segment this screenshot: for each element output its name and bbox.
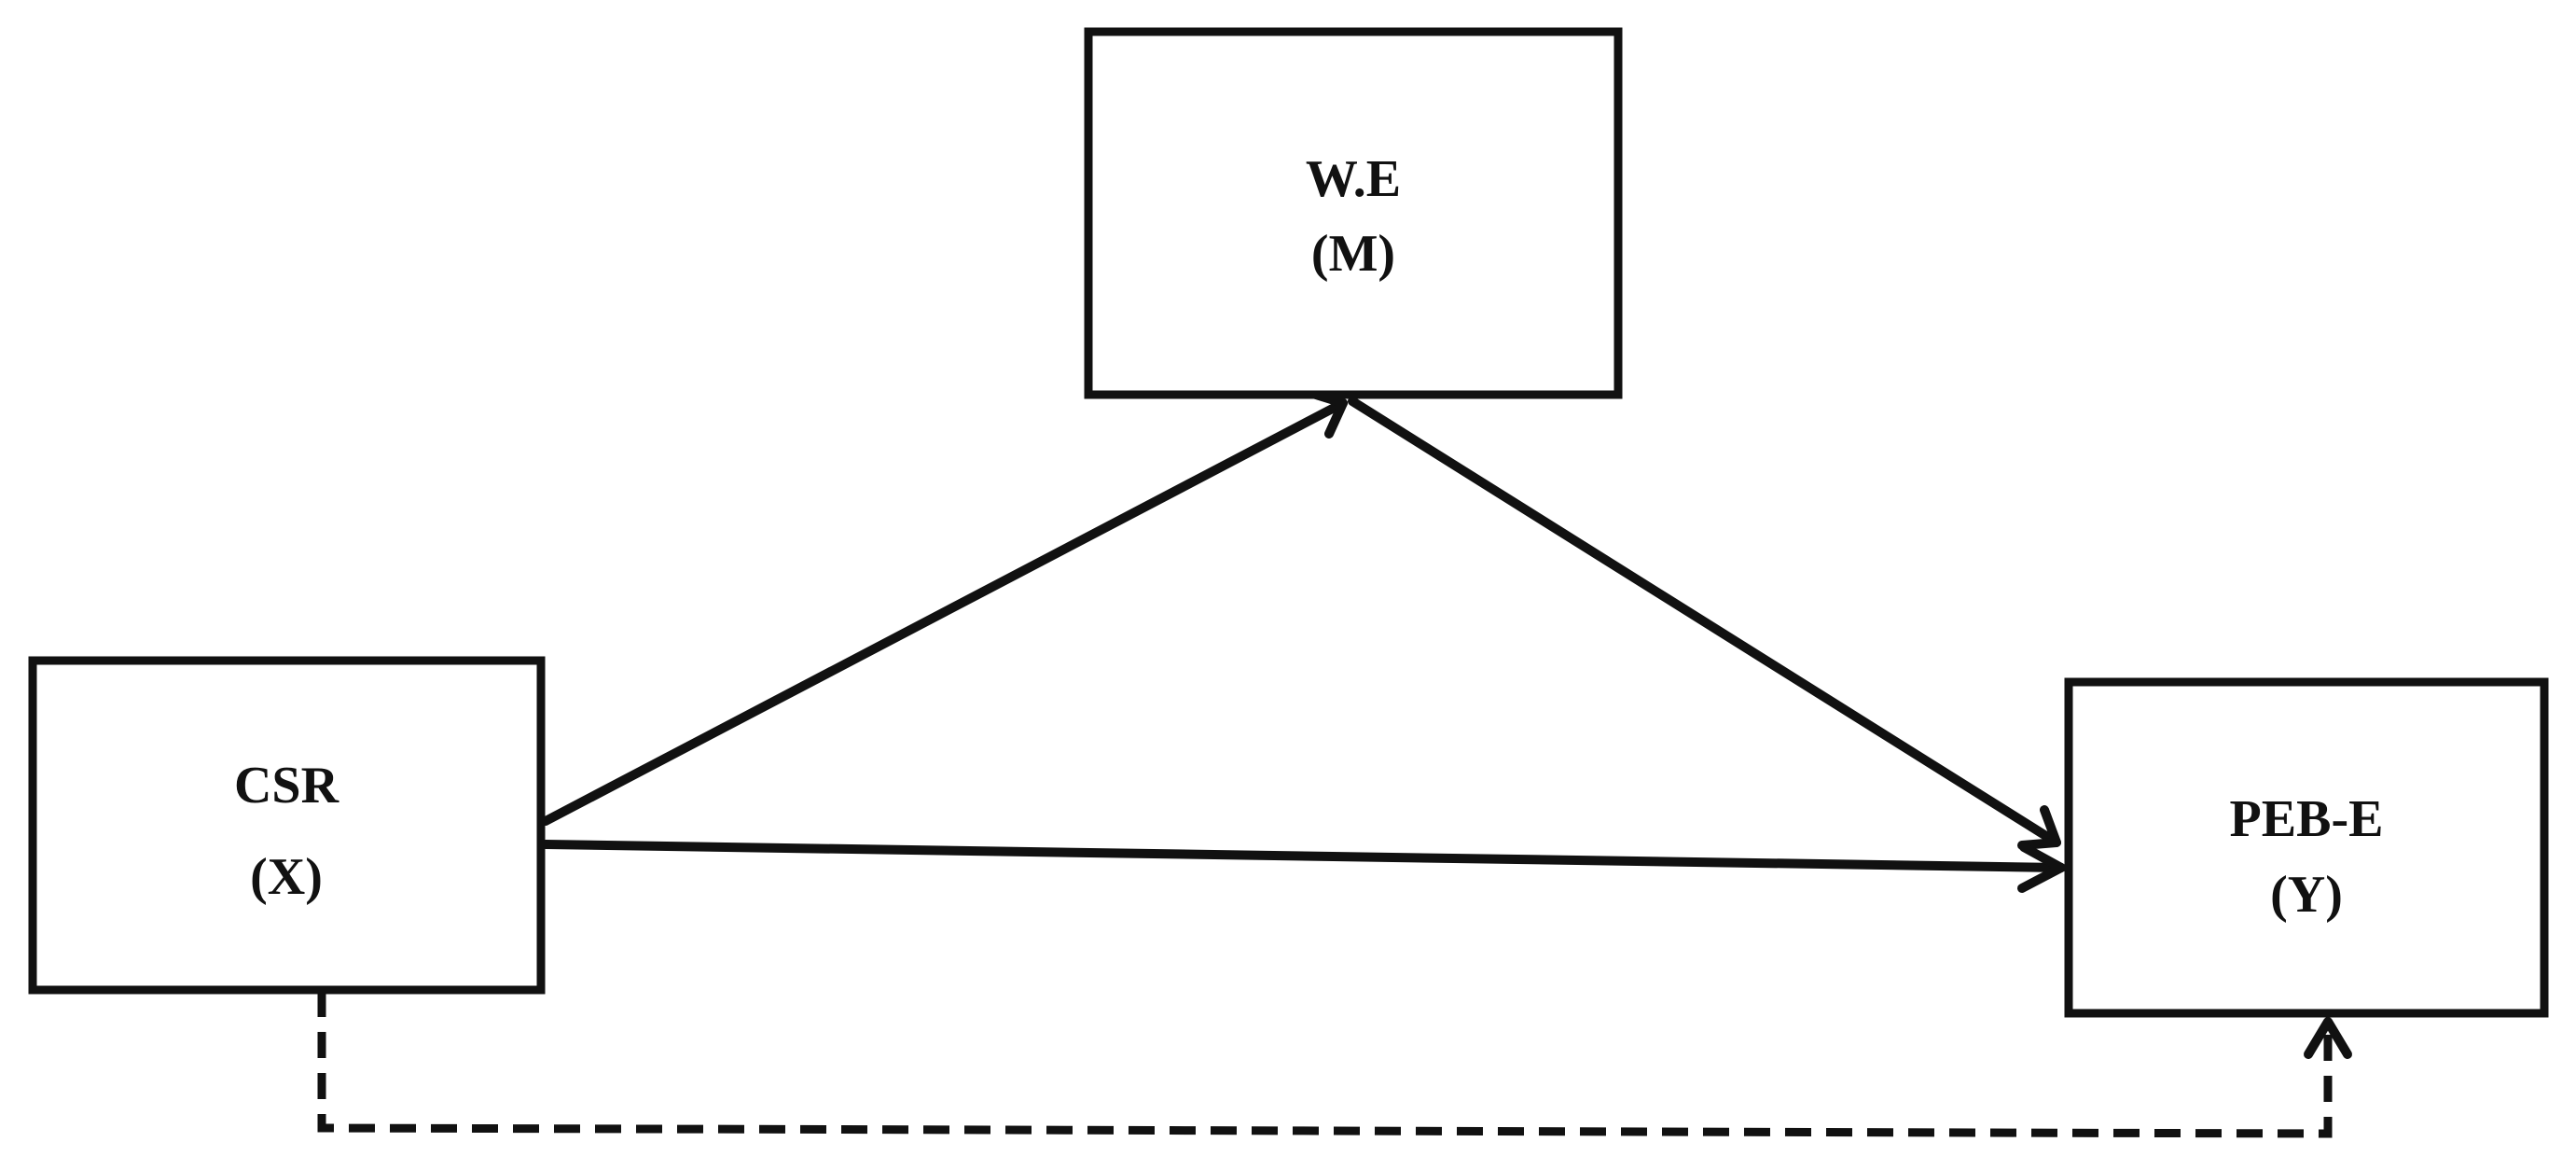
node-mediator: W.E (M) <box>1084 27 1623 399</box>
node-independent-box <box>28 656 546 995</box>
edge-csr-to-pebe <box>541 840 2066 872</box>
node-mediator-box <box>1084 27 1623 399</box>
node-independent: CSR (X) <box>28 656 546 995</box>
node-dependent-symbol: (Y) <box>2270 866 2343 924</box>
arrowhead-pebe-dashed <box>2304 1017 2352 1059</box>
edges <box>317 385 2352 1138</box>
node-dependent-name: PEB-E <box>2230 790 2384 848</box>
node-mediator-name: W.E <box>1306 150 1401 208</box>
arrowhead-pebe-from-csr <box>2017 843 2066 893</box>
edge-csr-to-we <box>541 398 1348 826</box>
node-independent-name: CSR <box>234 757 339 815</box>
edge-we-to-pebe <box>1348 397 2061 847</box>
node-independent-symbol: (X) <box>250 848 323 906</box>
arrowhead-pebe-from-we <box>2017 805 2061 850</box>
node-dependent-box <box>2064 677 2549 1018</box>
edge-csr-to-pebe-dashed <box>317 991 2333 1138</box>
node-dependent: PEB-E (Y) <box>2064 677 2549 1018</box>
node-mediator-symbol: (M) <box>1311 225 1395 283</box>
